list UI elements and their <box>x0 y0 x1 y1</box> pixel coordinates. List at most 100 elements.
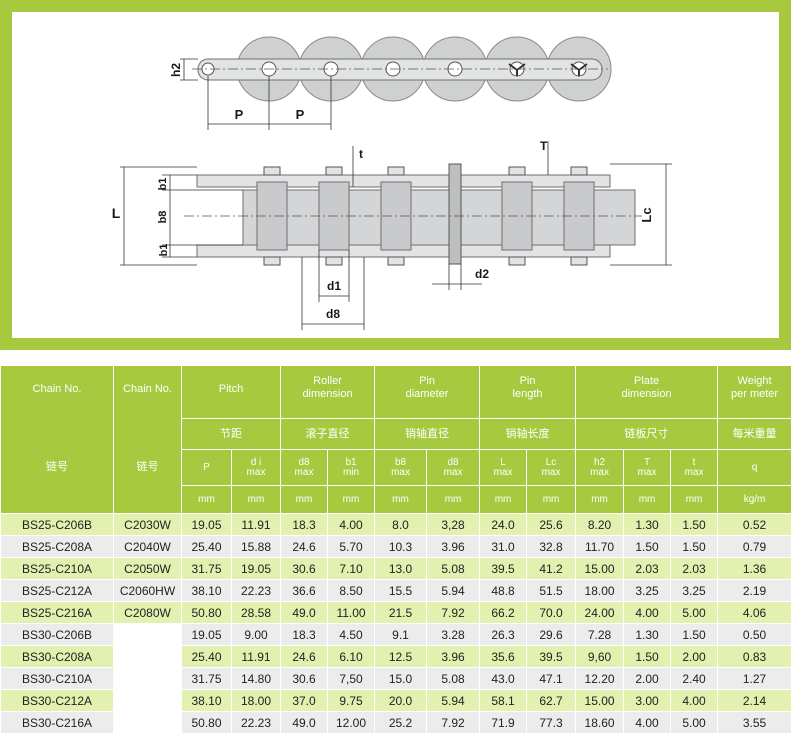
dim-label-L: L <box>112 205 121 221</box>
cell-value: 39.5 <box>526 645 577 668</box>
cell-chain-no-2: C2030W <box>113 513 182 536</box>
cell-chain-no-2: C2050W <box>113 557 182 580</box>
cell-value: 13.0 <box>374 557 428 580</box>
cell-value: 15.00 <box>575 557 625 580</box>
cell-value: 18.60 <box>575 711 625 734</box>
symbol-cell: q <box>717 449 791 486</box>
unit-cell: mm <box>231 485 281 514</box>
cell-value: 2.03 <box>670 557 719 580</box>
cell-value: 1.30 <box>623 513 672 536</box>
cell-value: 58.1 <box>479 689 528 712</box>
cell-value: 22.23 <box>231 579 281 602</box>
cell-value: 2.03 <box>623 557 672 580</box>
cell-value: 18.3 <box>280 623 328 646</box>
cell-value: 43.0 <box>479 667 528 690</box>
cell-value: 24.6 <box>280 535 328 558</box>
cell-value: 11.00 <box>326 601 376 624</box>
cell-value: 0.83 <box>717 645 791 668</box>
cell-value: 24.6 <box>280 645 328 668</box>
cell-chain-no: BS30-C212A <box>0 689 114 712</box>
cell-value: 70.0 <box>526 601 577 624</box>
cell-chain-no: BS25-C210A <box>0 557 114 580</box>
cell-value: 3.25 <box>670 579 719 602</box>
cell-value: 4.00 <box>623 711 672 734</box>
dim-label-pitch: P <box>235 107 244 122</box>
cell-value: 2.00 <box>623 667 672 690</box>
cell-value: 9.00 <box>231 623 281 646</box>
cell-value: 25.2 <box>374 711 428 734</box>
cell-value: 4.00 <box>623 601 672 624</box>
cell-chain-no: BS25-C206B <box>0 513 114 536</box>
cell-value: 10.3 <box>374 535 428 558</box>
cell-value: 9.75 <box>326 689 376 712</box>
cell-value: 49.0 <box>280 711 328 734</box>
connecting-pin <box>448 163 462 265</box>
cell-chain-no: BS25-C212A <box>0 579 114 602</box>
cell-value: 7.92 <box>426 601 481 624</box>
cell-value: 11.91 <box>231 513 281 536</box>
side-view: L b1 b8 b1 t T Lc <box>112 139 672 330</box>
cell-value: 22.23 <box>231 711 281 734</box>
cell-chain-no-2 <box>113 667 182 690</box>
cell-value: 50.80 <box>181 711 232 734</box>
dim-label-pitch: P <box>296 107 305 122</box>
header-chain-no: Chain No. 链号 <box>0 365 114 514</box>
cell-value: 3.28 <box>426 623 481 646</box>
unit-row: mm mm mm mm mm mm mm mm mm mm mm kg/m <box>1 485 791 514</box>
cell-value: 1.50 <box>623 535 672 558</box>
unit-cell: mm <box>326 485 376 514</box>
cell-chain-no-2 <box>113 623 182 646</box>
cell-value: 31.0 <box>479 535 528 558</box>
cell-value: 8.0 <box>374 513 428 536</box>
cell-value: 5.00 <box>670 601 719 624</box>
unit-cell: mm <box>670 485 719 514</box>
cell-value: 0.79 <box>717 535 791 558</box>
cell-value: 21.5 <box>374 601 428 624</box>
cell-value: 1.50 <box>670 535 719 558</box>
dim-label-d8: d8 <box>326 307 340 321</box>
dim-label-b8: b8 <box>157 211 169 224</box>
unit-cell: mm <box>575 485 625 514</box>
cell-chain-no-2: C2040W <box>113 535 182 558</box>
cell-value: 49.0 <box>280 601 328 624</box>
cotter-pin-mark <box>570 63 588 76</box>
cell-value: 71.9 <box>479 711 528 734</box>
cell-value: 0.52 <box>717 513 791 536</box>
cell-value: 37.0 <box>280 689 328 712</box>
cell-value: 0.50 <box>717 623 791 646</box>
header-plate-cn: 链板尺寸 <box>575 418 719 450</box>
cell-chain-no-2 <box>113 689 182 712</box>
cell-value: 4.00 <box>670 689 719 712</box>
cell-value: 3.96 <box>426 535 481 558</box>
cell-chain-no-2: C2080W <box>113 601 182 624</box>
cell-value: 30.6 <box>280 667 328 690</box>
unit-cell: kg/m <box>717 485 791 514</box>
chain-diagram-svg: h2 P P <box>112 36 672 330</box>
cell-value: 2.40 <box>670 667 719 690</box>
cell-value: 2.00 <box>670 645 719 668</box>
cell-value: 18.00 <box>575 579 625 602</box>
cell-value: 19.05 <box>181 623 232 646</box>
drawing-frame: h2 P P <box>0 0 791 350</box>
cell-value: 39.5 <box>479 557 528 580</box>
cell-value: 47.1 <box>526 667 577 690</box>
header-pin-length-cn: 销轴长度 <box>479 418 577 450</box>
cell-value: 1.50 <box>623 645 672 668</box>
cell-value: 8.20 <box>575 513 625 536</box>
cell-value: 32.8 <box>526 535 577 558</box>
cell-value: 28.58 <box>231 601 281 624</box>
cell-value: 5.08 <box>426 557 481 580</box>
unit-cell: mm <box>374 485 428 514</box>
